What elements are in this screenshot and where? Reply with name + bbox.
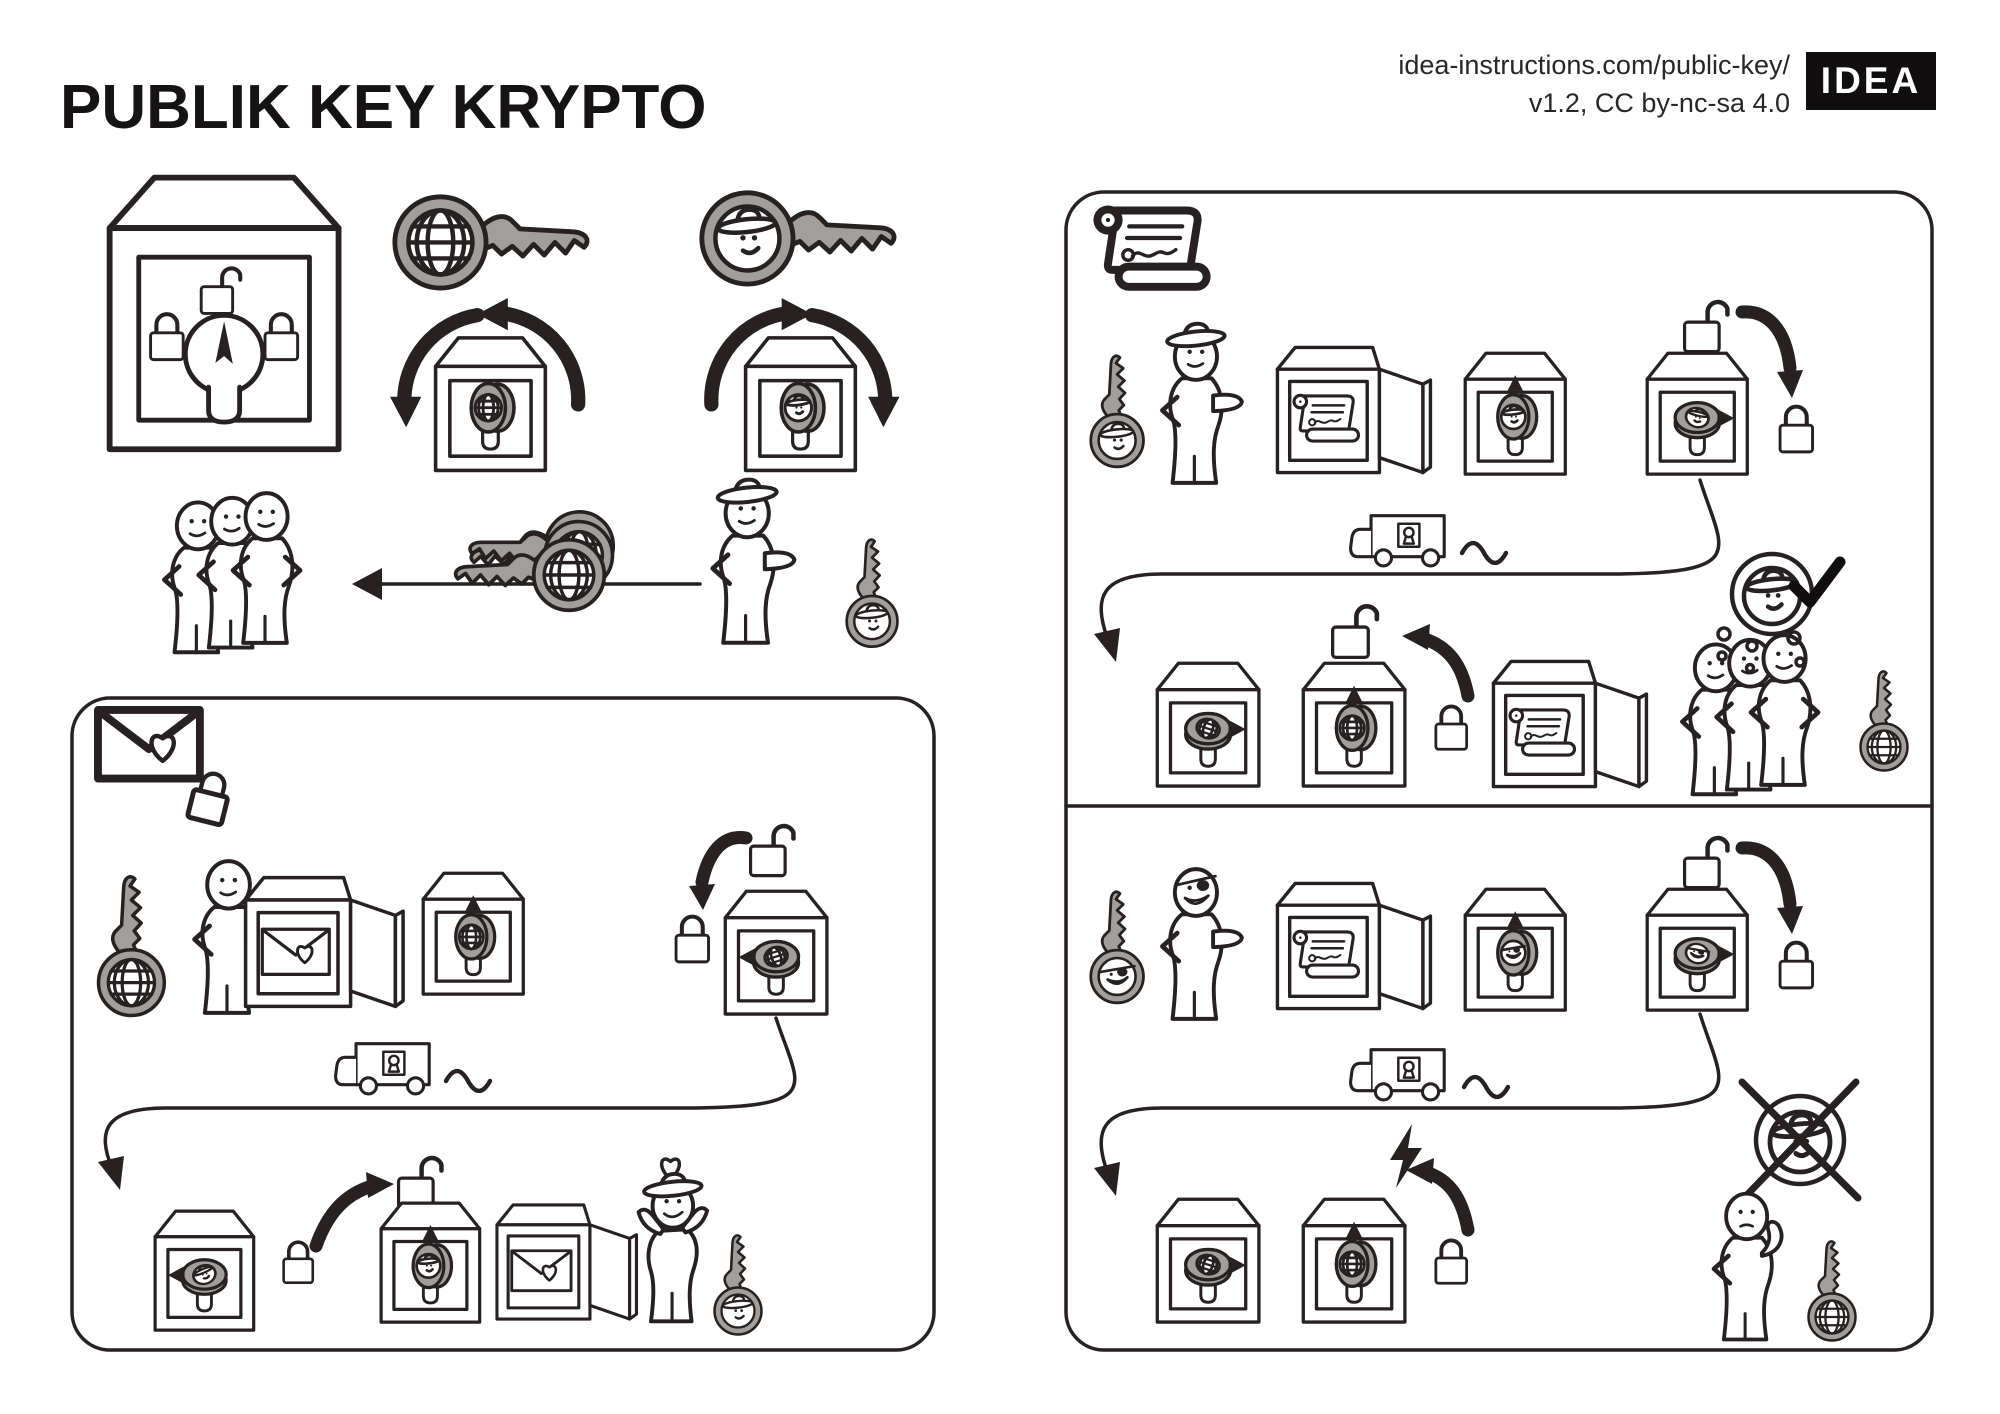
signature-panel xyxy=(1064,190,1934,1352)
site-url: idea-instructions.com/public-key/ xyxy=(1398,50,1790,80)
attacker-person xyxy=(1162,869,1242,1019)
opened-box-love-letter xyxy=(497,1205,637,1319)
public-key-turn-ccw xyxy=(390,298,578,470)
box-with-document xyxy=(1277,347,1430,472)
attacker-key xyxy=(1091,892,1144,1003)
attacker-signing-transition xyxy=(1647,838,1812,1010)
box-insert-attacker-key xyxy=(1465,889,1565,1010)
arrived-signed-box xyxy=(1157,663,1259,786)
box-insert-private-key xyxy=(1465,353,1565,474)
public-key-icon xyxy=(395,197,587,288)
lock-dial-box-icon xyxy=(110,178,339,450)
signer-private-key xyxy=(1091,356,1144,467)
owner-private-key xyxy=(847,540,898,647)
locking-transition xyxy=(676,826,827,1014)
encryption-panel xyxy=(70,696,936,1352)
version-license: v1.2, CC by-nc-sa 4.0 xyxy=(1528,88,1790,118)
public-keys-pile xyxy=(456,508,617,610)
failed-unlock xyxy=(1303,1124,1475,1322)
sender-public-key xyxy=(99,877,165,1016)
crowd-public-key xyxy=(1861,671,1908,770)
happy-receiver-person xyxy=(639,1159,708,1321)
verification-unlock xyxy=(1303,606,1475,786)
transport-flow-line xyxy=(98,1016,797,1190)
opened-box-document xyxy=(1493,661,1646,786)
owner-person xyxy=(713,480,795,643)
signer-person xyxy=(1162,324,1242,483)
forgery-delivery-truck xyxy=(1349,1048,1508,1102)
arrived-locked-box xyxy=(155,1211,254,1330)
private-key-turn-cw xyxy=(711,298,899,470)
signature-transport-flow xyxy=(1094,478,1721,662)
idea-logo: IDEA xyxy=(1806,52,1936,110)
unlocking-transition xyxy=(281,1158,480,1322)
private-key-icon xyxy=(702,193,894,284)
thought-bubble-crossed xyxy=(1731,1078,1862,1220)
box-insert-public-key xyxy=(423,873,523,994)
confused-verifier-person xyxy=(1714,1194,1782,1340)
thought-bubble-check xyxy=(1716,551,1846,674)
receiver-private-key xyxy=(715,1235,762,1334)
recipients-crowd xyxy=(164,493,300,652)
verifier-public-key xyxy=(1809,1241,1856,1340)
signature-delivery-truck xyxy=(1349,514,1506,568)
signed-scroll-icon xyxy=(1097,209,1206,286)
credits-block: idea-instructions.com/public-key/ v1.2, … xyxy=(1398,46,1790,122)
arrived-forged-box xyxy=(1157,1199,1259,1322)
delivery-truck xyxy=(334,1042,490,1096)
box-with-love-letter xyxy=(246,878,404,1007)
box-with-forged-document xyxy=(1277,883,1430,1008)
forgery-transport-flow xyxy=(1094,1012,1721,1196)
love-letter-icon xyxy=(98,710,233,825)
signing-transition xyxy=(1647,302,1812,474)
page-title: PUBLIK KEY KRYPTO xyxy=(60,72,707,142)
